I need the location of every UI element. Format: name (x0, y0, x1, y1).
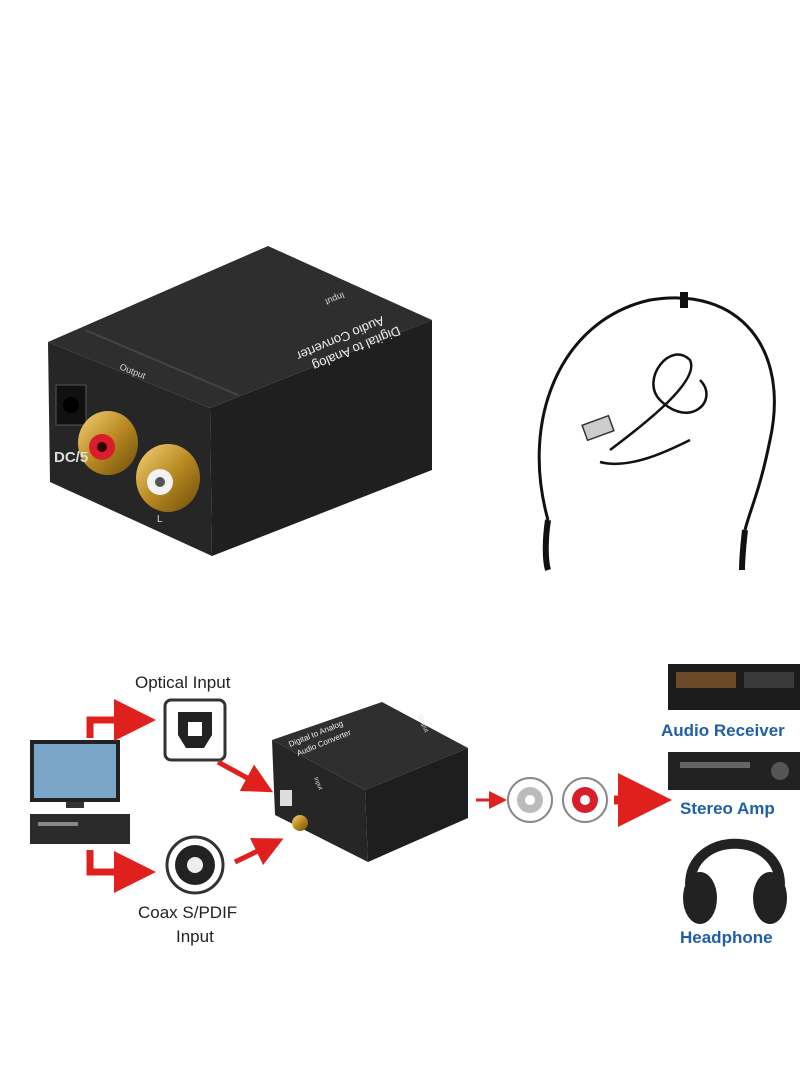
headphone-icon (683, 838, 787, 924)
device-side-face (210, 320, 432, 556)
usb-and-optical-cable (537, 292, 776, 571)
optical-port-icon (163, 698, 227, 762)
stereo-amp-icon (668, 752, 800, 790)
arrow-to-coax (86, 850, 156, 893)
mini-device-input: Input (312, 776, 323, 791)
rca-white-icon (507, 777, 553, 823)
output-label-stereo-amp: Stereo Amp (680, 799, 775, 818)
dvd-player-icon (30, 814, 130, 844)
tv-icon (30, 740, 120, 808)
output-label-headphone: Headphone (680, 928, 773, 947)
converter-device-photo: Digital to Analog Audio Converter Input … (48, 246, 432, 556)
mini-converter-device: Digital to Analog Audio Converter Input … (272, 702, 468, 862)
coax-port-icon (165, 835, 225, 895)
audio-receiver-icon (668, 664, 800, 710)
rca-red-icon (562, 777, 608, 823)
output-label-audio-receiver: Audio Receiver (661, 721, 785, 740)
rca-jack-white (136, 444, 200, 512)
coax-label-line2: Input (176, 927, 214, 946)
device-dc-label: DC/5 (54, 449, 88, 466)
device-top-face (48, 246, 432, 408)
coax-label-line1: Coax S/PDIF (138, 903, 237, 922)
optical-input-label: Optical Input (135, 673, 231, 692)
device-l-label: L (157, 514, 163, 525)
arrow-coax-to-device (233, 838, 284, 866)
arrow-optical-to-device (216, 759, 274, 793)
rca-jack-red (78, 411, 138, 475)
arrow-to-optical (86, 699, 156, 741)
connection-diagram: Optical Input Coax S/PDIF Input Digital … (30, 664, 800, 947)
